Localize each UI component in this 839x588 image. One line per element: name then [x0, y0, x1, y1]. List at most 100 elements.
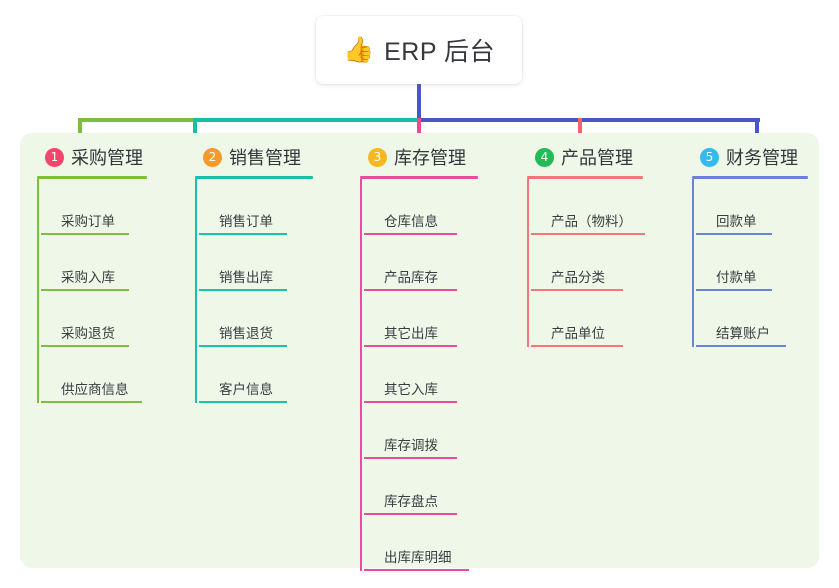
column-header-1[interactable]: 1 采购管理	[37, 144, 167, 170]
connector-bar-segment-1	[80, 118, 195, 122]
list-item-label: 其它出库	[384, 326, 438, 341]
column-2: 2 销售管理销售订单销售出库销售退货客户信息	[195, 144, 325, 403]
column-spine-4	[527, 179, 529, 347]
list-item-label: 其它入库	[384, 382, 438, 397]
list-item[interactable]: 采购订单	[41, 179, 167, 235]
list-item[interactable]: 销售订单	[199, 179, 325, 235]
column-spine-2	[195, 179, 197, 403]
column-rule-5	[692, 176, 808, 179]
list-item[interactable]: 付款单	[696, 235, 822, 291]
list-item-label: 库存调拨	[384, 438, 438, 453]
connector-drop-1	[78, 118, 82, 146]
list-item-label: 客户信息	[219, 382, 273, 397]
list-item[interactable]: 其它入库	[364, 347, 490, 403]
column-header-4[interactable]: 4 产品管理	[527, 144, 657, 170]
list-item-label: 销售订单	[219, 214, 273, 229]
column-badge-4: 4	[535, 147, 554, 167]
column-items-5: 回款单付款单结算账户	[692, 179, 822, 347]
list-item-label: 销售出库	[219, 270, 273, 285]
list-item-rule	[199, 401, 287, 403]
list-item-label: 产品分类	[551, 270, 605, 285]
column-title-2: 销售管理	[229, 148, 301, 168]
column-spine-1	[37, 179, 39, 403]
list-item[interactable]: 产品单位	[531, 291, 657, 347]
list-item-rule	[41, 401, 142, 403]
column-rule-4	[527, 176, 643, 179]
list-item-rule	[364, 345, 457, 347]
list-item[interactable]: 仓库信息	[364, 179, 490, 235]
column-3: 3 库存管理仓库信息产品库存其它出库其它入库库存调拨库存盘点出库库明细	[360, 144, 490, 571]
connector-drop-5	[755, 118, 759, 146]
connector-drop-3	[417, 118, 421, 146]
list-item-rule	[41, 345, 129, 347]
list-item-rule	[531, 233, 645, 235]
list-item[interactable]: 客户信息	[199, 347, 325, 403]
list-item[interactable]: 销售退货	[199, 291, 325, 347]
list-item[interactable]: 产品库存	[364, 235, 490, 291]
column-1: 1 采购管理采购订单采购入库采购退货供应商信息	[37, 144, 167, 403]
list-item[interactable]: 结算账户	[696, 291, 822, 347]
column-badge-5: 5	[700, 147, 719, 167]
list-item[interactable]: 采购退货	[41, 291, 167, 347]
list-item-label: 销售退货	[219, 326, 273, 341]
list-item-rule	[364, 513, 457, 515]
column-spine-3	[360, 179, 362, 571]
column-title-4: 产品管理	[561, 148, 633, 168]
connector-stem	[417, 84, 421, 122]
column-4: 4 产品管理产品（物料） 产品分类产品单位	[527, 144, 657, 347]
list-item[interactable]: 产品（物料）	[531, 179, 657, 235]
root-node-title: ERP 后台	[384, 38, 496, 66]
list-item[interactable]: 出库库明细	[364, 515, 490, 571]
list-item-rule	[696, 289, 772, 291]
list-item[interactable]: 库存调拨	[364, 403, 490, 459]
list-item-label: 仓库信息	[384, 214, 438, 229]
column-items-4: 产品（物料） 产品分类产品单位	[527, 179, 657, 347]
list-item-rule	[696, 233, 772, 235]
column-header-3[interactable]: 3 库存管理	[360, 144, 490, 170]
list-item-rule	[41, 289, 129, 291]
column-rule-1	[37, 176, 147, 179]
column-badge-3: 3	[368, 147, 387, 167]
list-item-rule	[199, 233, 287, 235]
list-item-label: 供应商信息	[61, 382, 129, 397]
column-header-2[interactable]: 2 销售管理	[195, 144, 325, 170]
list-item[interactable]: 供应商信息	[41, 347, 167, 403]
list-item[interactable]: 回款单	[696, 179, 822, 235]
list-item-label: 结算账户	[716, 326, 770, 341]
connector-drop-2	[193, 118, 197, 146]
list-item-label: 采购退货	[61, 326, 115, 341]
list-item-rule	[364, 233, 457, 235]
list-item-rule	[199, 289, 287, 291]
column-items-2: 销售订单销售出库销售退货客户信息	[195, 179, 325, 403]
column-5: 5 财务管理回款单付款单结算账户	[692, 144, 822, 347]
diagram-panel	[20, 133, 819, 568]
column-title-3: 库存管理	[394, 148, 466, 168]
list-item-rule	[41, 233, 129, 235]
column-items-1: 采购订单采购入库采购退货供应商信息	[37, 179, 167, 403]
column-title-5: 财务管理	[726, 148, 798, 168]
connector-bar-segment-2	[195, 118, 419, 122]
column-badge-2: 2	[203, 147, 222, 167]
connector-bar-segment-3	[419, 118, 760, 122]
column-title-1: 采购管理	[71, 148, 143, 168]
list-item-label: 采购入库	[61, 270, 115, 285]
list-item-rule	[531, 345, 623, 347]
list-item-rule	[364, 569, 469, 571]
list-item-rule	[364, 401, 457, 403]
column-header-5[interactable]: 5 财务管理	[692, 144, 822, 170]
column-badge-1: 1	[45, 147, 64, 167]
list-item-label: 产品库存	[384, 270, 438, 285]
list-item-label: 库存盘点	[384, 494, 438, 509]
connector-drop-4	[578, 118, 582, 146]
list-item-rule	[531, 289, 623, 291]
list-item[interactable]: 其它出库	[364, 291, 490, 347]
list-item-label: 采购订单	[61, 214, 115, 229]
list-item[interactable]: 销售出库	[199, 235, 325, 291]
list-item[interactable]: 采购入库	[41, 235, 167, 291]
list-item-label: 产品（物料）	[551, 214, 632, 229]
column-items-3: 仓库信息产品库存其它出库其它入库库存调拨库存盘点出库库明细	[360, 179, 490, 571]
list-item[interactable]: 产品分类	[531, 235, 657, 291]
list-item[interactable]: 库存盘点	[364, 459, 490, 515]
root-node-card: 👍 ERP 后台	[316, 16, 522, 84]
thumbs-up-icon: 👍	[342, 35, 375, 64]
